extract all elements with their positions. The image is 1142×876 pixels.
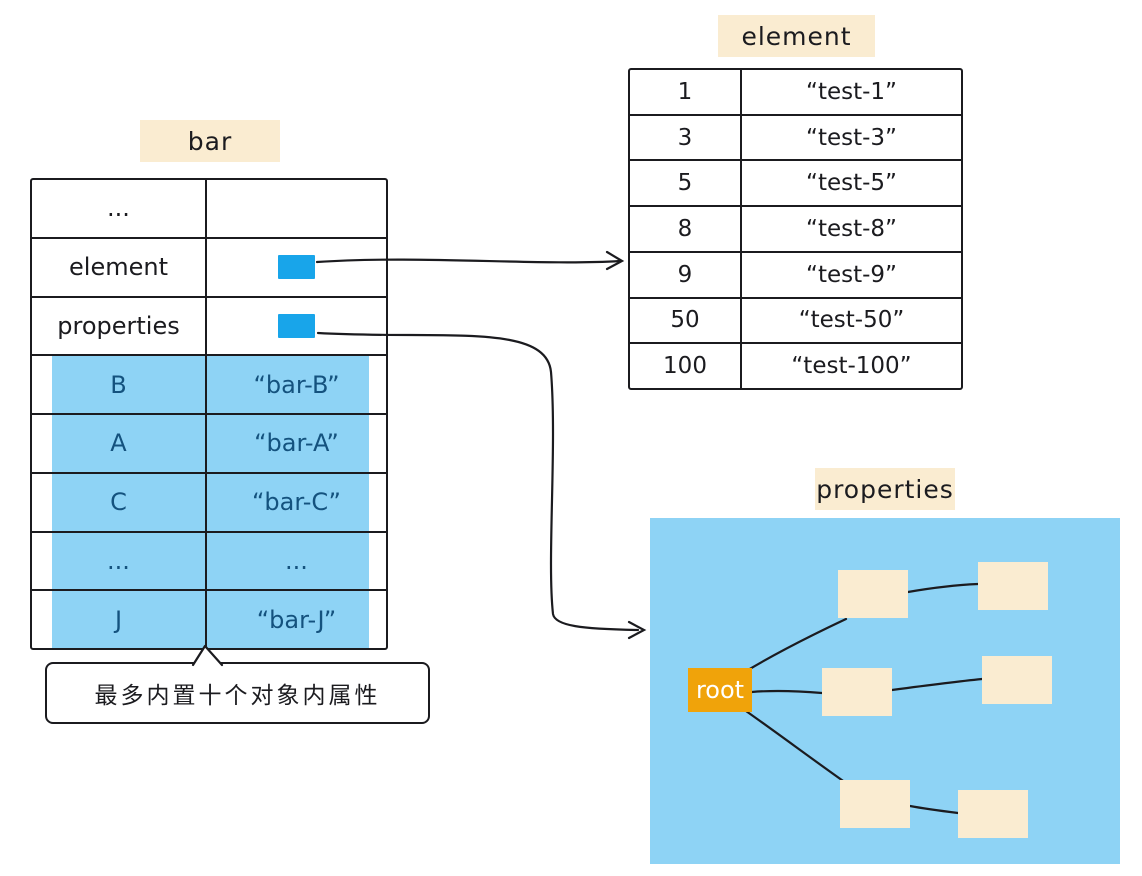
element-row: 9 “test-9”	[630, 250, 961, 297]
element-row: 5 “test-5”	[630, 159, 961, 206]
element-row: 3 “test-3”	[630, 113, 961, 160]
bar-key-cell: properties	[32, 297, 207, 355]
bar-value-cell	[207, 180, 386, 237]
bar-value-cell	[207, 239, 386, 296]
bar-key-cell: C	[32, 473, 207, 531]
element-value-cell: “test-3”	[806, 124, 897, 151]
element-value-cell: “test-50”	[798, 307, 905, 334]
bar-row-ellipsis: ...	[32, 180, 386, 237]
bar-key-cell: ...	[32, 180, 207, 237]
bar-key-cell: ...	[32, 532, 207, 590]
bar-row-B: B “bar-B”	[32, 354, 386, 413]
tree-node	[982, 656, 1052, 704]
element-key-cell: 5	[630, 161, 742, 206]
bar-key-cell: J	[32, 591, 207, 648]
properties-panel: root	[650, 518, 1120, 864]
element-key-cell: 8	[630, 207, 742, 251]
arrowhead-properties	[627, 620, 647, 640]
root-node: root	[688, 668, 752, 712]
properties-panel-title: properties	[815, 468, 955, 510]
element-value-cell: “test-5”	[806, 170, 897, 197]
tree-node	[838, 570, 908, 618]
element-row: 8 “test-8”	[630, 205, 961, 251]
bar-value-cell: “bar-A”	[254, 429, 339, 458]
bar-row-ellipsis2: ... ...	[32, 530, 386, 590]
bar-table: ... element properties B “bar-B” A “bar-…	[30, 178, 388, 650]
tree-edges	[744, 582, 984, 815]
tree-node	[822, 668, 892, 716]
bar-row-properties: properties	[32, 295, 386, 355]
element-key-cell: 1	[630, 70, 742, 114]
element-key-cell: 3	[630, 115, 742, 160]
element-table-title: element	[718, 15, 875, 57]
bar-highlight-region	[52, 355, 369, 648]
bar-value-cell: ...	[285, 546, 308, 575]
bar-key-cell: element	[32, 238, 207, 296]
element-row: 100 “test-100”	[630, 342, 961, 389]
element-row: 1 “test-1”	[630, 70, 961, 114]
bar-value-cell	[207, 298, 386, 355]
note-bubble: 最多内置十个对象内属性	[45, 662, 430, 724]
element-pointer-swatch	[278, 255, 315, 280]
element-key-cell: 9	[630, 252, 742, 297]
element-table: 1 “test-1” 3 “test-3” 5 “test-5” 8 “test…	[628, 68, 963, 390]
element-row: 50 “test-50”	[630, 296, 961, 343]
properties-pointer-swatch	[278, 313, 315, 338]
tree-node	[840, 780, 910, 828]
bar-row-element: element	[32, 236, 386, 296]
note-text: 最多内置十个对象内属性	[94, 683, 381, 709]
tree-node	[978, 562, 1048, 610]
element-value-cell: “test-9”	[806, 261, 897, 288]
bar-value-cell: “bar-C”	[251, 488, 341, 517]
element-value-cell: “test-100”	[791, 353, 912, 380]
element-value-cell: “test-8”	[806, 216, 897, 243]
bar-row-A: A “bar-A”	[32, 413, 386, 472]
bar-row-J: J “bar-J”	[32, 589, 386, 648]
arrowhead-element	[605, 250, 625, 271]
bar-value-cell: “bar-B”	[253, 370, 340, 399]
element-value-cell: “test-1”	[806, 78, 897, 105]
bar-value-cell: “bar-J”	[256, 605, 337, 634]
tree-node	[958, 790, 1028, 838]
bar-table-title: bar	[140, 120, 280, 162]
bar-key-cell: B	[32, 356, 207, 413]
bar-key-cell: A	[32, 415, 207, 472]
element-key-cell: 50	[630, 298, 742, 343]
element-key-cell: 100	[630, 344, 742, 389]
bar-row-C: C “bar-C”	[32, 471, 386, 531]
